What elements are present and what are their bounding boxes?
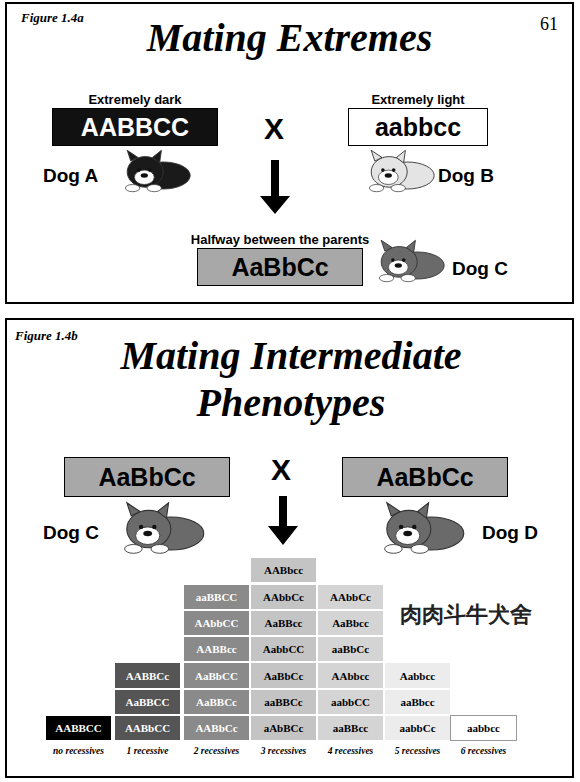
panel: Figure 1.4bMating Intermediate Phenotype… (5, 318, 574, 778)
figure-label: Figure 1.4b (15, 328, 78, 344)
genotype-text: AaBbCc (264, 670, 304, 682)
genotype-text: AABBCC (55, 722, 101, 734)
dog-figure (125, 503, 204, 554)
genotype-text: aabbCc (399, 722, 435, 734)
genotype-cell: AABBcc (183, 636, 250, 662)
genotype-text: AaBbCc (376, 463, 473, 492)
genotype-box: AaBbCc (342, 457, 508, 497)
title: Mating Intermediate Phenotypes (81, 332, 501, 426)
genotype-text: AAbbCc (330, 591, 371, 603)
down-arrow (268, 496, 298, 545)
genotype-cell: AaBbcc (317, 610, 384, 636)
genotype-text: aaBBcc (333, 722, 368, 734)
genotype-text: aaBBCc (264, 696, 303, 708)
dog-name: Dog C (43, 522, 99, 544)
genotype-text: AABbCC (125, 722, 170, 734)
axis-label: no recessives (53, 746, 104, 756)
genotype-cell: AaBbCC (183, 662, 250, 688)
genotype-text: Aabbcc (400, 670, 435, 682)
genotype-cell: AaBbCc (250, 662, 317, 688)
genotype-cell: aaBbcc (384, 689, 451, 715)
dog-name: Dog B (438, 165, 494, 187)
genotype-text: aaBbcc (400, 696, 434, 708)
dog-name: Dog D (482, 522, 538, 544)
genotype-cell: aabbCC (317, 689, 384, 715)
watermark: 肉肉斗牛犬舍 (400, 600, 532, 630)
genotype-text: AaBBCC (125, 696, 169, 708)
genotype-text: aabbcc (467, 722, 500, 734)
genotype-cell: AaBBCc (183, 689, 250, 715)
genotype-cell: aaBbCc (317, 636, 384, 662)
genotype-text: AABbcc (264, 564, 303, 576)
cross-symbol: X (271, 453, 291, 487)
genotype-text: AaBBCc (196, 696, 237, 708)
title: Mating Extremes (7, 14, 572, 61)
genotype-cell: aabbcc (450, 715, 517, 741)
genotype-box: AaBbCc (64, 457, 230, 497)
down-arrow (260, 160, 290, 214)
figure-label: Figure 1.4a (21, 10, 84, 26)
genotype-text: AAbbCc (263, 591, 304, 603)
genotype-cell: Aabbcc (384, 662, 451, 688)
genotype-cell: AABbCC (114, 715, 181, 741)
genotype-text: AaBbCc (98, 463, 195, 492)
genotype-cell: AAbbCC (183, 610, 250, 636)
genotype-cell: AAbbCc (317, 584, 384, 610)
genotype-text: AABbCc (195, 722, 237, 734)
genotype-text: AAbbCC (194, 617, 238, 629)
axis-label: 3 recessives (261, 746, 307, 756)
genotype-text: aabbcc (375, 113, 461, 142)
dog-figure (369, 150, 434, 191)
dog-name: Dog C (452, 258, 508, 280)
genotype-text: AABBCC (81, 113, 189, 142)
genotype-text: AABBCc (126, 670, 169, 682)
genotype-text: AaBBcc (265, 617, 303, 629)
axis-label: 5 recessives (395, 746, 441, 756)
genotype-cell: aabbCc (384, 715, 451, 741)
genotype-text: aabbCC (331, 696, 370, 708)
dog-figure (125, 150, 190, 191)
genotype-cell: aaBBcc (317, 715, 384, 741)
axis-label: 2 recessives (194, 746, 240, 756)
axis-label: 4 recessives (328, 746, 374, 756)
genotype-box: Halfway between the parentsAaBbCc (197, 248, 363, 286)
genotype-text: AAbbcc (332, 670, 370, 682)
genotype-box: Extremely lightaabbcc (348, 108, 488, 146)
genotype-text: aAbBCc (264, 722, 304, 734)
genotype-cell: AAbbCc (250, 584, 317, 610)
box-heading: Extremely dark (13, 92, 257, 107)
box-heading: Extremely light (309, 92, 527, 107)
box-heading: Halfway between the parents (158, 232, 402, 247)
dog-figure (385, 503, 464, 554)
genotype-cell: AaBBcc (250, 610, 317, 636)
dog-name: Dog A (43, 165, 98, 187)
genotype-cell: AABbcc (250, 557, 317, 583)
genotype-text: AaBbcc (332, 617, 369, 629)
genotype-text: AaBbCC (195, 670, 238, 682)
genotype-cell: aaBBCc (250, 689, 317, 715)
genotype-text: aaBBCC (196, 591, 238, 603)
genotype-cell: AabbCC (250, 636, 317, 662)
genotype-cell: aAbBCc (250, 715, 317, 741)
page-number: 61 (540, 14, 558, 35)
genotype-cell: AABBCC (45, 715, 112, 741)
dog-figure (379, 240, 444, 281)
genotype-text: AABBcc (196, 643, 236, 655)
genotype-cell: AABBCc (114, 662, 181, 688)
axis-label: 1 recessive (127, 746, 169, 756)
genotype-text: AaBbCc (231, 253, 328, 282)
axis-label: 6 recessives (461, 746, 507, 756)
genotype-box: Extremely darkAABBCC (52, 108, 218, 146)
genotype-cell: AaBBCC (114, 689, 181, 715)
genotype-text: aaBbCc (332, 643, 369, 655)
genotype-cell: AAbbcc (317, 662, 384, 688)
genotype-cell: AABbCc (183, 715, 250, 741)
genotype-text: AabbCC (263, 643, 305, 655)
cross-symbol: X (264, 112, 284, 146)
genotype-cell: aaBBCC (183, 584, 250, 610)
